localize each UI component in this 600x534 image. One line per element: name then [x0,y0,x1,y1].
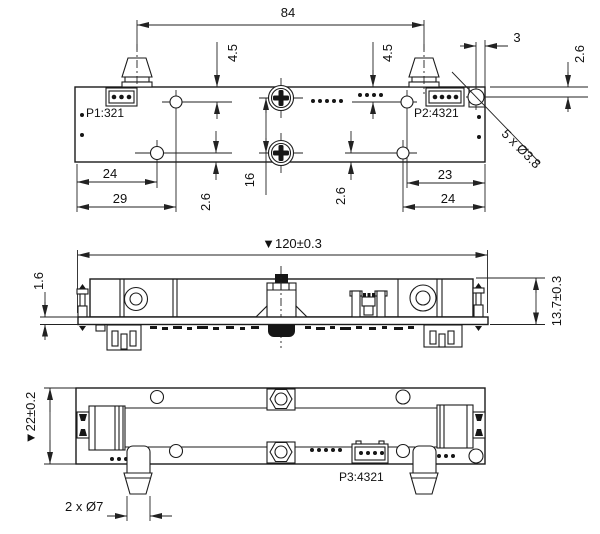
hole [149,389,165,405]
lens-left [123,286,149,312]
pin [366,451,370,455]
screw-bottom [259,133,303,173]
pin [126,94,132,100]
pin [439,94,445,100]
dim-4-5-right: 4.5 [370,42,395,119]
pin [359,451,363,455]
edge-bump [95,324,106,332]
dim-29-label: 29 [113,191,127,206]
barrel-left [76,405,126,451]
dim-2-6-bottom-right: 2.6 [333,131,354,205]
dim-4-5-left-label: 4.5 [225,44,240,62]
pin-right [472,283,485,331]
connector-p2-label: P2:4321 [414,106,459,120]
nut-top [266,388,296,411]
pad-dots-row-4 [358,93,383,97]
connector-p3-label: P3:4321 [339,470,384,484]
pad-dots-5 [310,448,342,452]
hex-nut-icon [269,441,293,463]
smd-marks [150,326,414,330]
dim-3-label: 3 [513,30,520,45]
dim-22: ▼22±0.2 [23,387,76,465]
pad-dots-3 [110,457,128,461]
clip-socket [349,290,388,318]
dim-29: 29 [77,191,176,210]
barrel-right [436,404,486,449]
dim-2-6-bottom-left: 2.6 [198,131,219,211]
dim-24-right: 24 [403,191,485,210]
dim-24-right-label: 24 [441,191,455,206]
connector-p2 [425,87,465,107]
lens-right [409,284,437,312]
hole [168,443,184,459]
dim-120-label: ▼120±0.3 [262,236,322,251]
dim-13-7-label: 13.7±0.3 [549,276,564,327]
hole [395,389,411,405]
connector-p1-label: P1:321 [86,106,124,120]
pin [432,94,438,100]
dim-84: 84 [136,5,425,50]
dim-13-7: 13.7±0.3 [476,276,564,327]
dim-84-label: 84 [281,5,295,20]
connector-p3 [351,440,389,464]
pin [119,94,124,100]
pin [453,94,459,100]
callout-feet: 2 x Ø7 [65,496,172,521]
dim-2-6-bl-label: 2.6 [198,193,213,211]
dim-23-right-label: 23 [438,167,452,182]
dim-2-6-br-label: 2.6 [333,187,348,205]
clip-left [76,411,90,439]
foot-right [409,445,439,495]
hole [468,448,484,464]
pin [446,94,452,100]
dim-4-5-left: 4.5 [214,42,240,119]
dim-3: 3 [460,30,521,87]
pad-dots-row-5 [311,99,343,103]
standoff-left [121,44,153,94]
dim-2-6-top-right: 2.6 [490,45,588,112]
hole-top-left [162,90,232,212]
nut-bottom [266,441,296,464]
dim-22-label: ▼22±0.2 [23,392,38,445]
standoff-right [408,44,440,94]
dim-1-6: 1.6 [31,272,48,340]
edge-dots [80,113,481,139]
hole [395,443,411,459]
pcb-slab [77,316,489,326]
foot-left [123,445,153,495]
connector-p1-side [106,324,142,351]
connector-p1 [105,87,138,107]
pin [380,451,384,455]
dim-16: 16 [242,98,269,195]
hole-top-right [352,90,417,188]
dim-23-right: 23 [407,164,486,212]
pin-left [76,284,89,331]
post-cap [275,274,288,283]
dim-2-6-tr-label: 2.6 [572,45,587,63]
standoff-foot [268,325,295,337]
dim-120: ▼120±0.3 [77,236,488,313]
dim-24-left-label: 24 [103,166,117,181]
connector-p2-side [423,324,463,348]
screw-top [259,78,303,118]
dim-1-6-label: 1.6 [31,272,46,290]
side-view: ▼120±0.3 [31,236,564,351]
clip-right [472,411,486,439]
hole-bottom-right [345,140,417,212]
bottom-view: P3:4321 ▼22±0.2 2 x Ø7 [23,387,486,521]
dim-4-5-right-label: 4.5 [380,44,395,62]
pin [373,451,377,455]
dim-16-label: 16 [242,173,257,187]
hex-nut-icon [269,388,293,410]
pin [111,94,117,100]
callout-feet-label: 2 x Ø7 [65,499,103,514]
